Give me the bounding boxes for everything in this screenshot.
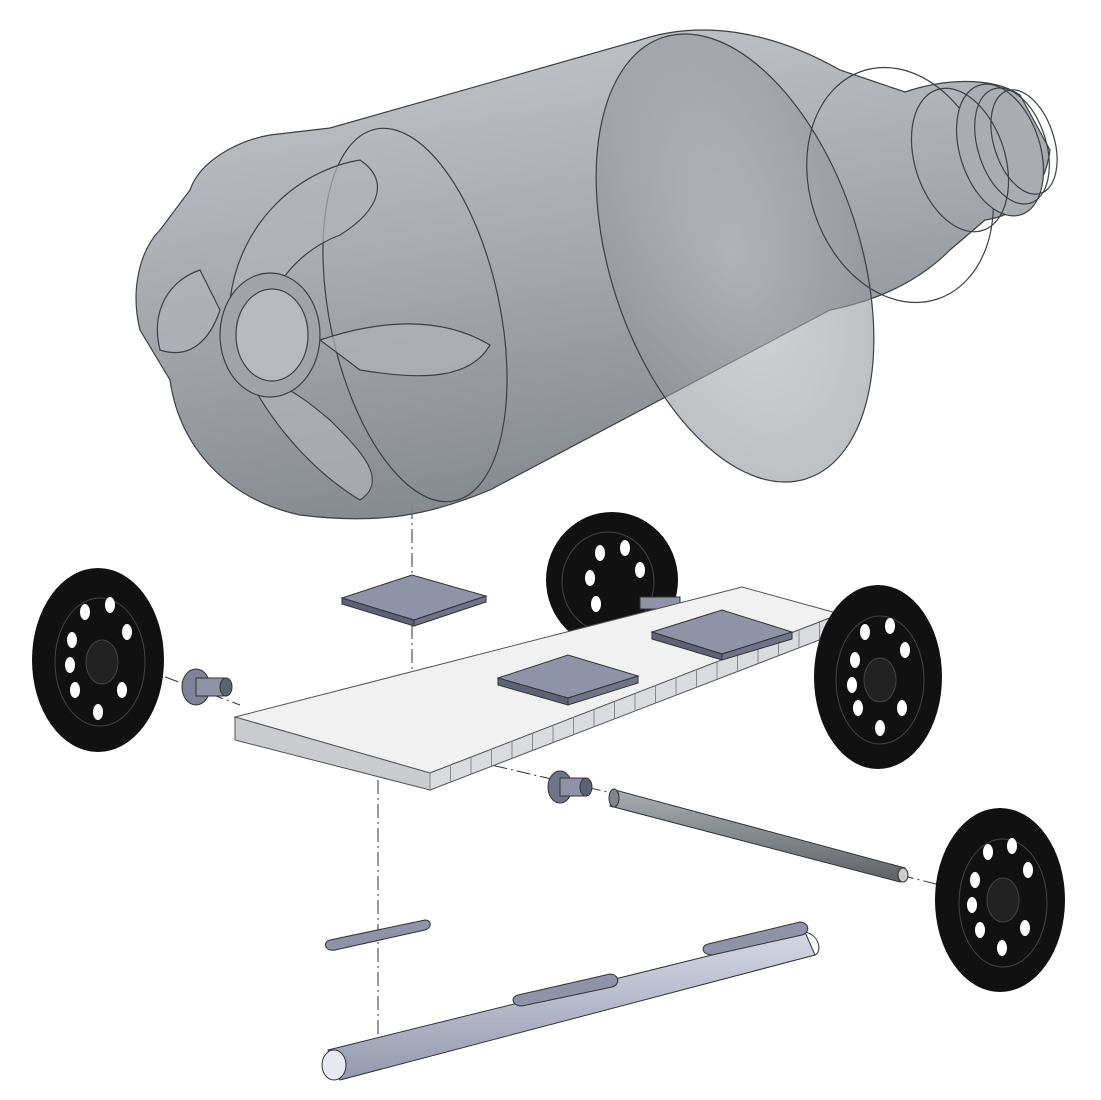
bottle-shoulder xyxy=(595,33,875,483)
wheel-front-right xyxy=(814,585,942,769)
pad-chassis-rear xyxy=(650,609,794,661)
strip-small xyxy=(324,919,431,951)
wheel-holes xyxy=(967,838,1033,956)
right-axle-centerline xyxy=(469,759,621,796)
rod-pad-right xyxy=(702,921,809,956)
bottle-base-hub-inner xyxy=(235,288,309,382)
axle-rod xyxy=(608,788,909,883)
bottle-base-petals xyxy=(156,159,491,501)
bottle-base-rim xyxy=(322,127,508,503)
wheel-holes xyxy=(65,597,132,720)
bottle xyxy=(135,29,1058,520)
rod-pad-center xyxy=(512,973,619,1007)
bushing-left xyxy=(181,668,233,706)
wheel-front-left xyxy=(32,568,164,752)
bottle-cap-thread xyxy=(910,83,1058,233)
wheel-holes xyxy=(847,618,910,736)
pad-chassis-center xyxy=(496,654,640,706)
left-axle-centerline xyxy=(119,659,241,706)
pad-top-floating xyxy=(340,574,488,627)
wheel-rear-right xyxy=(935,808,1065,992)
lower-rod xyxy=(321,931,820,1081)
bushing-right xyxy=(547,770,593,804)
wheel-holes xyxy=(585,540,645,612)
